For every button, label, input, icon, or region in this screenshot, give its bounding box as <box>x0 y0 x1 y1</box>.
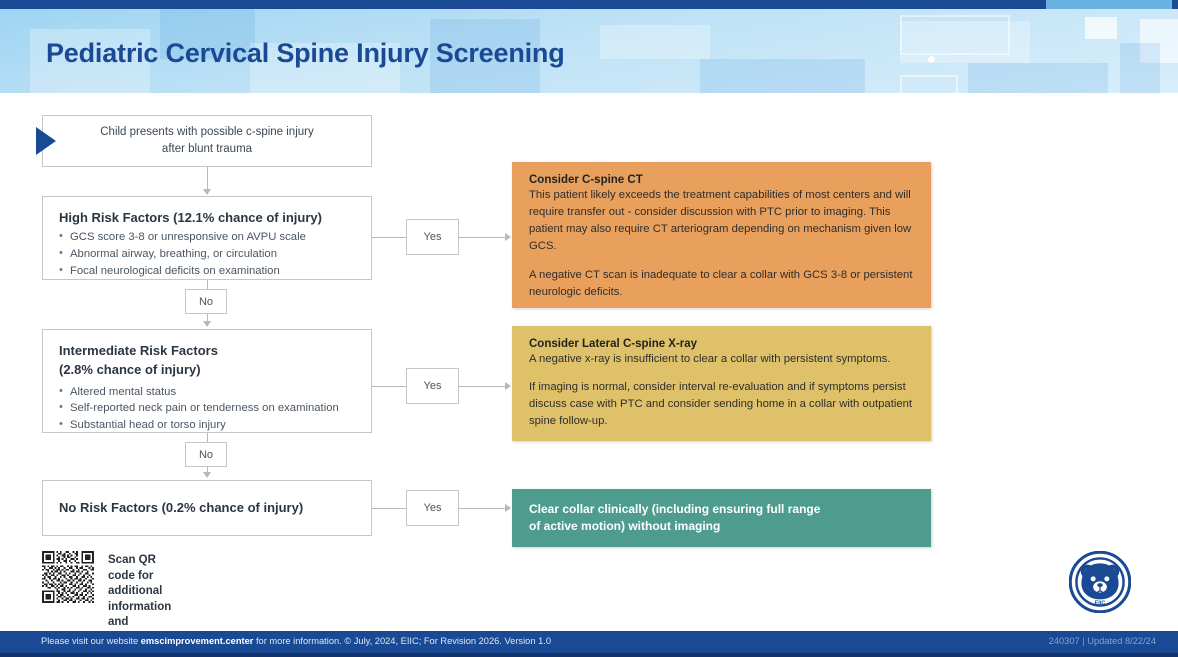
banner-shape <box>430 19 540 93</box>
high-risk-title: High Risk Factors (12.1% chance of injur… <box>59 210 322 225</box>
chip-no-intermediate-risk[interactable]: No <box>185 442 227 467</box>
list-item: Abnormal airway, breathing, or circulati… <box>59 245 357 263</box>
node-no-risk[interactable]: No Risk Factors (0.2% chance of injury) <box>42 480 372 536</box>
panel-clear-line-2: of active motion) without imaging <box>529 519 721 533</box>
list-item: Focal neurological deficits on examinati… <box>59 262 357 280</box>
eiic-bear-logo-icon: EIIC <box>1069 551 1131 613</box>
panel-clear-line-1: Clear collar clinically (including ensur… <box>529 501 821 516</box>
panel-ct-para-1: This patient likely exceeds the treatmen… <box>529 189 912 253</box>
footer-text-before: Please visit our website <box>41 636 141 646</box>
footer-text-after: for more information. © July, 2024, EIIC… <box>253 636 551 646</box>
banner-shape <box>1085 17 1117 39</box>
chip-no-high-risk[interactable]: No <box>185 289 227 314</box>
intermediate-risk-title-1: Intermediate Risk Factors <box>59 343 218 358</box>
connector-yes-to-xray <box>459 386 506 387</box>
arrow-right-icon <box>505 504 511 512</box>
chip-yes-no-risk[interactable]: Yes <box>406 490 459 526</box>
node-high-risk[interactable]: High Risk Factors (12.1% chance of injur… <box>42 196 372 280</box>
top-bar-edge <box>1172 0 1178 9</box>
panel-ct-para-2: A negative CT scan is inadequate to clea… <box>529 268 913 298</box>
chip-yes-high-risk[interactable]: Yes <box>406 219 459 255</box>
footer-right-text: 240307 | Updated 8/22/24 <box>1048 636 1156 646</box>
panel-consider-ct[interactable]: Consider C-spine CT This patient likely … <box>512 162 931 308</box>
arrow-right-icon <box>505 233 511 241</box>
flowchart-area: Child presents with possible c-spine inj… <box>0 93 1178 644</box>
banner-shape <box>30 29 150 93</box>
chip-yes-intermediate-risk[interactable]: Yes <box>406 368 459 404</box>
connector-high-to-yes <box>372 237 406 238</box>
connector-no-risk-to-yes <box>372 508 406 509</box>
banner-shape <box>160 9 255 59</box>
start-line-2: after blunt trauma <box>161 143 253 155</box>
footer-left-text: Please visit our website emscimprovement… <box>41 636 551 646</box>
arrow-down-icon <box>203 472 211 478</box>
connector-yes-to-ct <box>459 237 506 238</box>
banner-shape <box>1120 43 1160 93</box>
top-bar-dark <box>0 0 1046 9</box>
banner-shape-outline <box>900 15 1010 55</box>
panel-xray-para-2: If imaging is normal, consider interval … <box>529 381 913 428</box>
banner-shape <box>700 59 865 93</box>
high-risk-list: GCS score 3-8 or unresponsive on AVPU sc… <box>59 228 357 280</box>
spacer <box>529 368 915 379</box>
connector-start-to-high <box>207 167 208 190</box>
node-intermediate-risk[interactable]: Intermediate Risk Factors (2.8% chance o… <box>42 329 372 433</box>
no-risk-title: No Risk Factors (0.2% chance of injury) <box>59 499 304 515</box>
page-title: Pediatric Cervical Spine Injury Screenin… <box>46 38 565 68</box>
footer-bar: Please visit our website emscimprovement… <box>0 631 1178 653</box>
logo-text: EIIC <box>1095 600 1106 606</box>
header-banner: Pediatric Cervical Spine Injury Screenin… <box>0 9 1178 93</box>
list-item: Self-reported neck pain or tenderness on… <box>59 399 357 417</box>
footer-bottom-strip <box>0 653 1178 657</box>
banner-shape <box>1140 19 1178 63</box>
intermediate-risk-title-2: (2.8% chance of injury) <box>59 362 201 378</box>
panel-xray-title: Consider Lateral C-spine X-ray <box>529 338 698 350</box>
banner-shape <box>600 25 710 59</box>
connector-intermediate-to-no <box>207 433 208 442</box>
list-item: Altered mental status <box>59 383 357 401</box>
qr-heading-line-1: Scan QR code for additional <box>108 554 163 598</box>
banner-shape <box>968 63 1108 93</box>
panel-ct-title: Consider C-spine CT <box>529 174 643 186</box>
list-item: GCS score 3-8 or unresponsive on AVPU sc… <box>59 228 357 246</box>
start-triangle-icon <box>36 127 56 155</box>
qr-code-icon[interactable] <box>42 551 94 603</box>
panel-consider-xray[interactable]: Consider Lateral C-spine X-ray A negativ… <box>512 326 931 441</box>
connector-no-to-intermediate <box>207 314 208 322</box>
connector-no-to-no-risk <box>207 467 208 473</box>
arrow-down-icon <box>203 321 211 327</box>
start-line-1: Child presents with possible c-spine inj… <box>100 126 314 139</box>
list-item: Substantial head or torso injury <box>59 416 357 434</box>
banner-shape-outline <box>900 75 958 93</box>
intermediate-risk-list: Altered mental status Self-reported neck… <box>59 383 357 435</box>
banner-shape <box>250 43 400 93</box>
footer-website-link[interactable]: emscimprovement.center <box>140 636 254 646</box>
connector-high-to-no <box>207 280 208 289</box>
spacer <box>529 256 915 267</box>
banner-dot <box>928 56 935 63</box>
arrow-right-icon <box>505 382 511 390</box>
connector-yes-to-clear <box>459 508 506 509</box>
node-start[interactable]: Child presents with possible c-spine inj… <box>42 115 372 167</box>
top-bar-accent <box>1046 0 1178 9</box>
panel-xray-para-1: A negative x-ray is insufficient to clea… <box>529 353 891 365</box>
connector-intermediate-to-yes <box>372 386 406 387</box>
arrow-down-icon <box>203 189 211 195</box>
panel-clear-collar[interactable]: Clear collar clinically (including ensur… <box>512 489 931 547</box>
